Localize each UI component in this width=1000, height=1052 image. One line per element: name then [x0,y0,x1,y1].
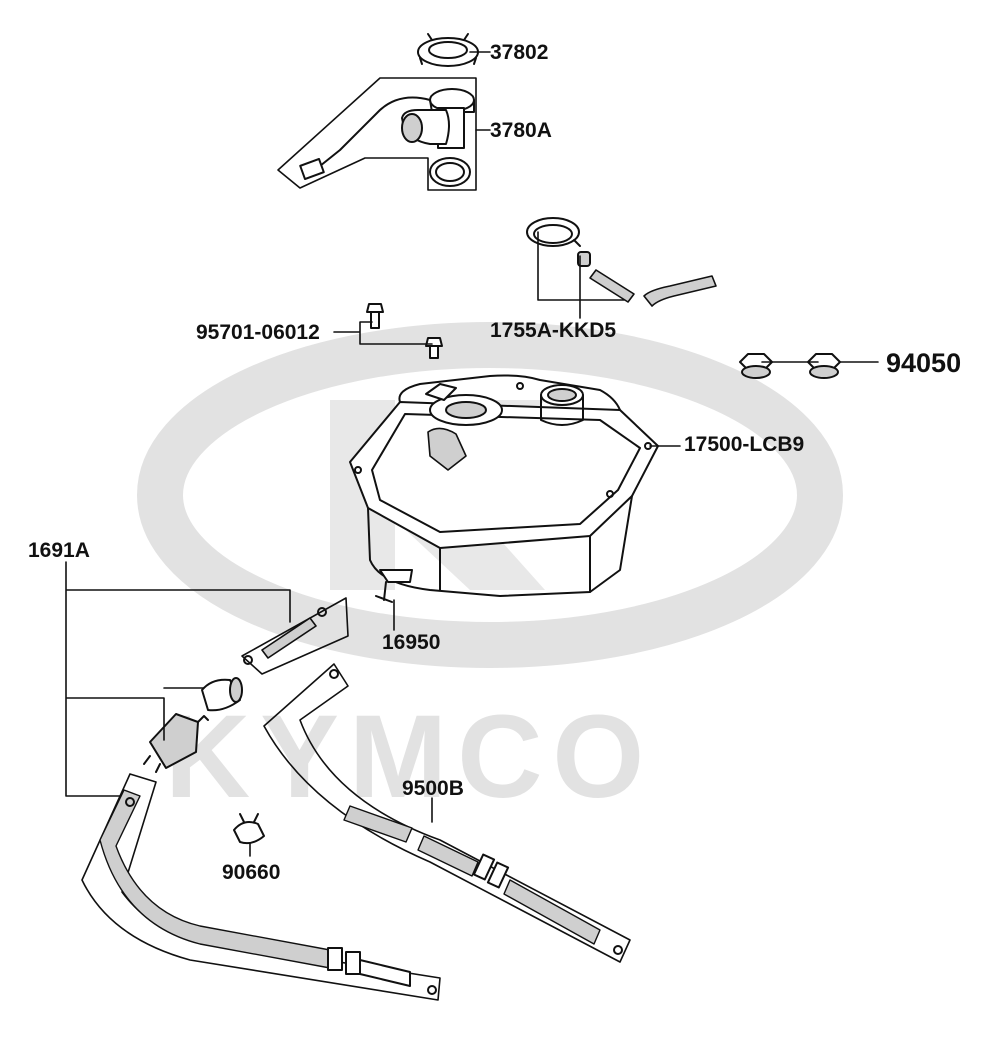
hex-nuts [739,353,841,379]
part-label-94050: 94050 [886,348,962,378]
fuel-filter-kit [143,597,349,773]
part-label-1755A-KKD5: 1755A-KKD5 [490,319,617,342]
pump-lock-ring [417,33,479,67]
watermark-brand-text: KYMCO [165,691,655,823]
part-label-3780A: 3780A [490,119,552,142]
hose-clip [233,813,265,845]
part-label-9500B: 9500B [402,777,464,800]
flange-bolts [366,303,443,359]
part-label-95701-06012: 95701-06012 [196,321,320,344]
fuel-tank [349,374,659,603]
fuel-hose [263,663,631,963]
leader-lines [65,51,879,857]
watermark-outer-ring [137,322,843,668]
filter-outlet-hose [81,773,441,1001]
breather-hose-kit [526,217,717,307]
part-label-1691A: 1691A [28,539,90,562]
part-label-16950: 16950 [382,631,441,654]
fuel-pump-assembly [277,77,477,191]
part-label-37802: 37802 [490,41,549,64]
part-label-90660: 90660 [222,861,281,884]
part-label-17500-LCB9: 17500-LCB9 [684,433,805,456]
